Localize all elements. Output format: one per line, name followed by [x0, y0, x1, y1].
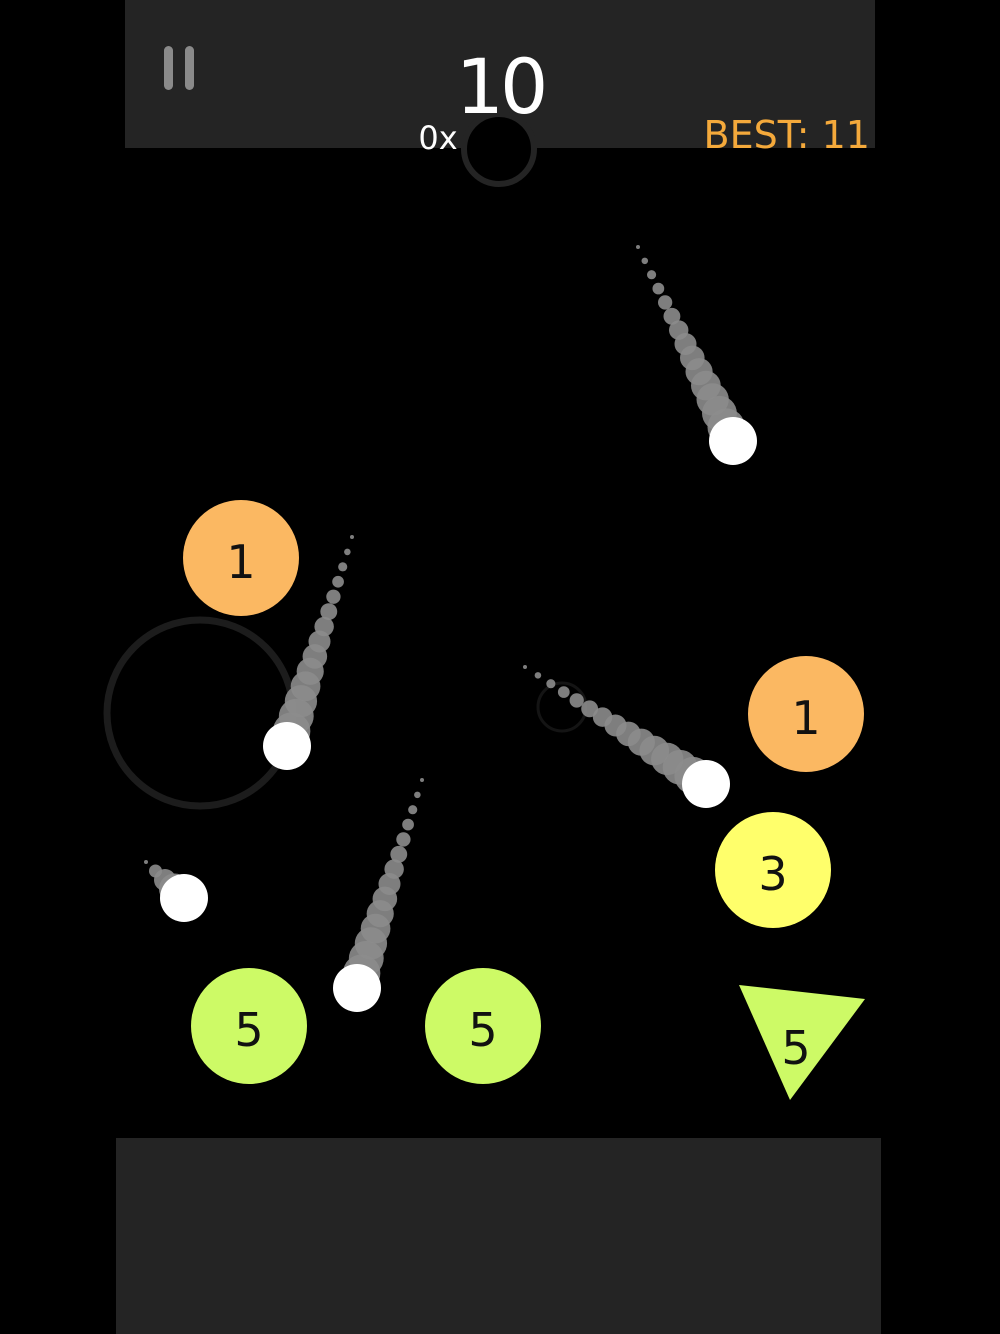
best-score-label: BEST: 11	[703, 113, 870, 157]
ball-trail-dot	[144, 860, 148, 864]
ball-trail-dot	[663, 307, 681, 325]
target-circle-shape	[183, 500, 299, 616]
ball-trail-dot	[390, 845, 408, 863]
ball-trail-dot	[636, 245, 640, 249]
ball	[144, 860, 208, 922]
ball-head	[709, 417, 757, 465]
ball-trail-dot	[557, 686, 570, 698]
ball-head	[333, 964, 381, 1012]
ball-trail-dot	[569, 693, 584, 708]
ball-trail-dot	[338, 562, 348, 572]
ball-trail-dot	[408, 805, 418, 815]
ball	[263, 535, 354, 770]
ball-trail-dot	[332, 575, 344, 588]
target-triangle: 5	[739, 985, 865, 1100]
target-value: 5	[234, 1003, 263, 1057]
ball	[636, 245, 757, 465]
ball-trail-dot	[658, 295, 673, 310]
target-circle: 3	[715, 812, 831, 928]
ball-trail-dot	[523, 665, 527, 669]
launcher-hole	[461, 111, 537, 187]
target-circle: 1	[183, 500, 299, 616]
ball	[523, 665, 730, 808]
ball-trail-dot	[414, 791, 421, 799]
ball-trail-dot	[652, 282, 665, 295]
ball-head	[263, 722, 311, 770]
bottom-panel	[116, 1138, 881, 1334]
ball-trail-dot	[647, 270, 657, 280]
pause-button[interactable]	[158, 40, 206, 98]
ball-trail-dot	[326, 589, 341, 604]
target-value: 1	[791, 691, 820, 745]
target-triangle-shape	[739, 985, 865, 1100]
target-circle: 5	[425, 968, 541, 1084]
ball-trail-dot	[402, 818, 414, 831]
target-circle: 5	[191, 968, 307, 1084]
multiplier-label: 0x	[418, 119, 458, 157]
target-circle-shape	[191, 968, 307, 1084]
target-value: 3	[758, 847, 787, 901]
faint-ring	[103, 616, 297, 810]
ball-trail-dot	[350, 535, 354, 539]
ball-trail-dot	[534, 672, 542, 679]
target-value: 1	[226, 535, 255, 589]
ball-head	[682, 760, 730, 808]
pause-icon	[164, 46, 173, 90]
score-value: 10	[455, 42, 549, 131]
ball-trail-dot	[420, 778, 424, 782]
targets-layer: 1 1 3 5 5 5	[183, 500, 865, 1100]
ball-head	[160, 874, 208, 922]
target-circle-shape	[425, 968, 541, 1084]
ball-trail-dot	[344, 548, 351, 556]
target-circle-shape	[715, 812, 831, 928]
target-circle-shape	[748, 656, 864, 772]
ball-trail-dot	[396, 832, 411, 847]
target-circle: 1	[748, 656, 864, 772]
balls-layer	[144, 245, 757, 1012]
ball-trail-dot	[546, 679, 556, 689]
pause-icon-bar	[185, 46, 194, 90]
target-value: 5	[781, 1021, 810, 1075]
ball-trail-dot	[320, 603, 338, 621]
ball-trail-dot	[641, 257, 649, 265]
target-value: 5	[468, 1003, 497, 1057]
ball	[333, 778, 424, 1012]
